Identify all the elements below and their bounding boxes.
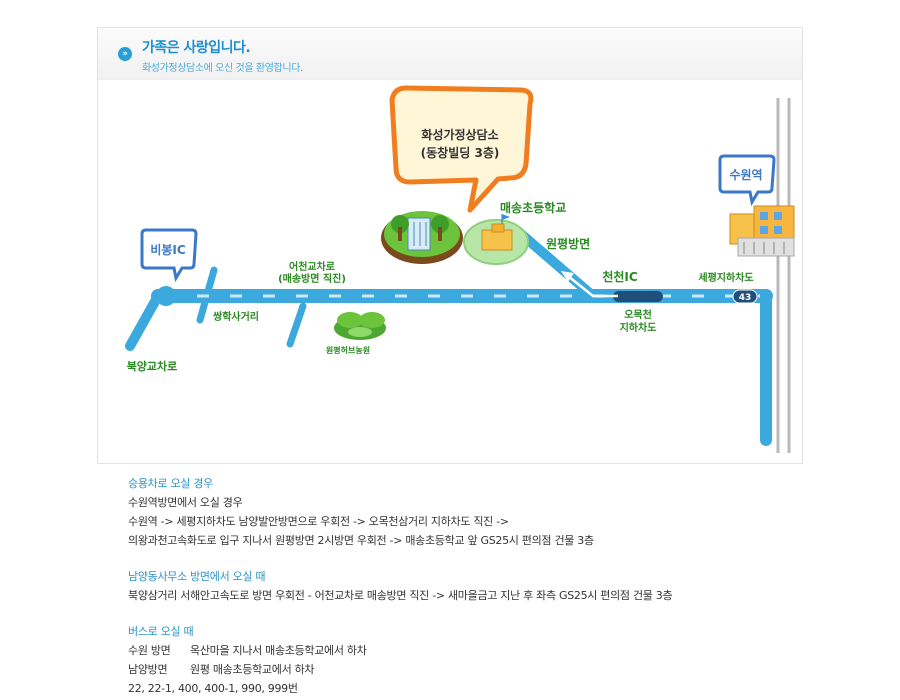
namyang-line: 북양삼거리 서해안고속도로 방면 우회전 - 어천교차로 매송방면 직진 -> … <box>128 589 673 602</box>
underpass-tunnel <box>613 291 663 302</box>
bibong-ic-label: 비봉IC <box>150 242 186 257</box>
maesong-school-label: 매송초등학교 <box>500 200 566 215</box>
arrow-head-icon <box>561 271 574 282</box>
directions-section: 승용차로 오실 경우 수원역방면에서 오실 경우 수원역 -> 세평지하차도 남… <box>128 474 868 698</box>
page-title: 가족은 사랑입니다. <box>142 40 251 56</box>
wonpyeong-direction-label: 원평방면 <box>546 236 590 251</box>
bukyang-road <box>125 291 163 351</box>
omokcheon-label: 오목천 <box>624 308 652 321</box>
bibong-ic-badge: 비봉IC <box>140 228 198 283</box>
suwon-station-label: 수원역 <box>729 167 762 182</box>
map-panel: » 가족은 사랑입니다. 화성가정상담소에 오신 것을 환영합니다. 43 <box>97 27 803 464</box>
bus-heading: 버스로 오실 때 <box>128 625 194 638</box>
destination-name: 화성가정상담소 <box>421 127 498 142</box>
page-subtitle: 화성가정상담소에 오신 것을 환영합니다. <box>142 63 303 74</box>
cheoncheon-ic-label: 천천IC <box>602 269 638 284</box>
section-gap <box>128 605 868 622</box>
panel-header: » 가족은 사랑입니다. 화성가정상담소에 오신 것을 환영합니다. <box>98 28 802 80</box>
double-chevron-icon: » <box>118 47 132 61</box>
eocheon-junction-label: 어천교차로 <box>289 260 335 273</box>
speech-bubble-icon <box>389 85 534 213</box>
destination-building: (동창빌딩 3층) <box>421 145 500 160</box>
destination-callout: 화성가정상담소 (동창빌딩 3층) <box>389 85 534 213</box>
bus-direction: 남양방면 <box>128 663 168 676</box>
bus-direction: 수원 방면 <box>128 644 171 657</box>
bus-row: 수원 방면 옥산마을 지나서 매송초등학교에서 하차 <box>128 641 868 660</box>
ssanghak-label: 쌍학사거리 <box>213 310 259 323</box>
suwon-station-badge: 수원역 <box>718 154 776 207</box>
station-building-icon <box>729 205 795 257</box>
bus-numbers: 22, 22-1, 400, 400-1, 990, 999번 <box>128 682 298 695</box>
section-gap <box>128 550 868 567</box>
bukyang-label: 북양교차로 <box>127 359 178 373</box>
herb-farm-label: 원평허브농원 <box>326 345 370 355</box>
sepyeong-underpass-label: 세평지하차도 <box>698 271 753 284</box>
junction-marker <box>156 286 176 306</box>
destination-building-icon <box>381 211 463 264</box>
herb-farm-icon <box>334 312 386 340</box>
turn-arrow-icon <box>567 275 618 298</box>
bus-detail: 옥산마을 지나서 매송초등학교에서 하차 <box>190 644 367 657</box>
eocheon-road <box>286 302 307 348</box>
eocheon-direction-label: (매송방면 직진) <box>278 272 346 285</box>
road-network <box>125 228 773 446</box>
location-map: 43 화성가정상담소 (동창빌딩 3층) 매송초 <box>125 85 795 453</box>
car-heading: 승용차로 오실 경우 <box>128 477 213 490</box>
bus-detail: 원평 매송초등학교에서 하차 <box>190 663 315 676</box>
car-line: 수원역방면에서 오실 경우 <box>128 496 243 509</box>
school-icon <box>463 214 529 265</box>
omokcheon-underpass-label: 지하차도 <box>620 321 657 334</box>
bus-row: 남양방면 원평 매송초등학교에서 하차 <box>128 660 868 679</box>
car-line: 수원역 -> 세평지하차도 남양발안방면으로 우회전 -> 오목천삼거리 지하차… <box>128 515 509 528</box>
namyang-heading: 남양동사무소 방면에서 오실 때 <box>128 570 266 583</box>
car-line: 의왕과천고속화도로 입구 지나서 원평방면 2시방면 우회전 -> 매송초등학교… <box>128 534 594 547</box>
route-number: 43 <box>739 293 752 303</box>
route-badge <box>732 289 758 304</box>
